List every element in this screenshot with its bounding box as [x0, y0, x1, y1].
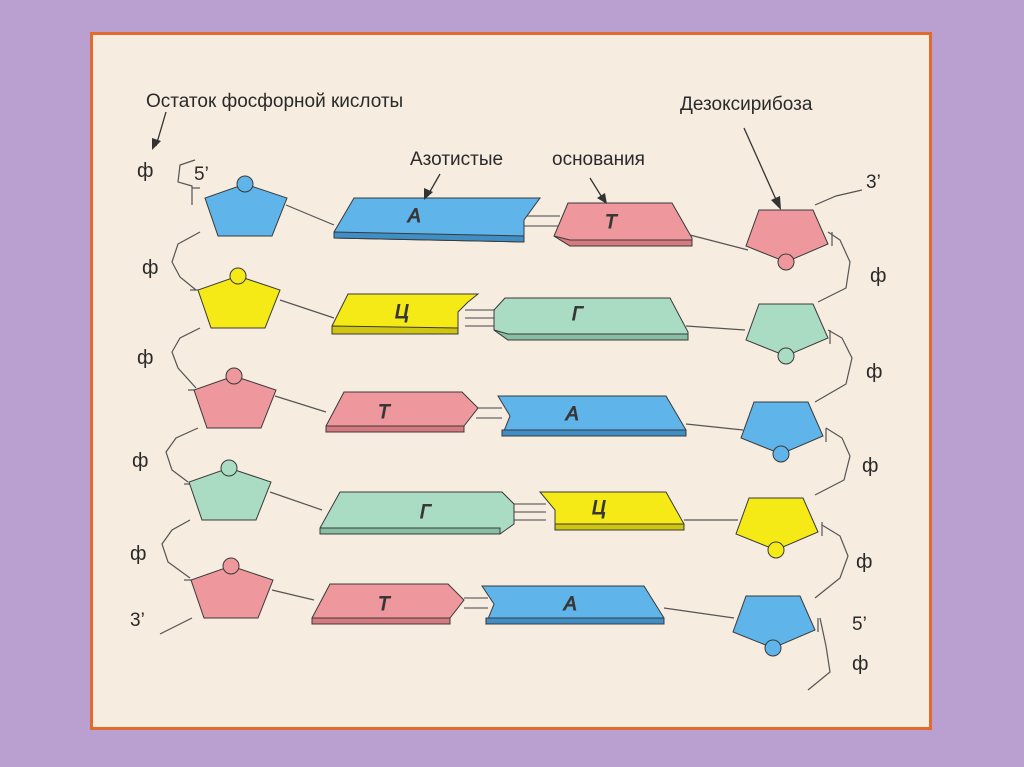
- base-letter: Г: [420, 502, 432, 523]
- end-label-left-top: 5’: [194, 164, 209, 185]
- phosphate-symbol: ф: [870, 265, 886, 287]
- end-label-right-top: 3’: [866, 172, 881, 193]
- base-letter: Г: [572, 304, 584, 325]
- base-pair-5: Т А: [311, 583, 665, 625]
- phosphate-label: Остаток фосфорной кислоты: [146, 91, 403, 112]
- phosphate-circle: [236, 175, 254, 193]
- phosphate-symbol: ф: [132, 450, 148, 472]
- nitrogenous-label: Азотистые: [410, 149, 503, 170]
- sugar-pentagon: [193, 375, 277, 429]
- hydrogen-bonds: [464, 215, 560, 609]
- base-letter: Т: [605, 212, 618, 233]
- right-sugars: [732, 209, 829, 657]
- base-letter: А: [565, 404, 579, 425]
- base-letter: Т: [378, 594, 391, 615]
- right-backbone: [807, 189, 863, 691]
- bases-label: основания: [552, 149, 645, 170]
- base-letter: А: [563, 594, 577, 615]
- sugar-pentagon: [732, 595, 816, 649]
- connectors: [269, 204, 749, 619]
- phosphate-symbol: ф: [862, 455, 878, 477]
- bases: А Т Ц Г Т А Г Ц: [311, 197, 693, 625]
- end-label-right-bottom: 5’: [852, 614, 867, 635]
- phosphate-circle: [767, 541, 785, 559]
- base-pair-4: Г Ц: [319, 491, 685, 535]
- phosphate-circle: [777, 253, 795, 271]
- end-label-left-bottom: 3’: [130, 610, 145, 631]
- base-pair-2: Ц Г: [331, 293, 689, 341]
- base-letter: Ц: [395, 302, 409, 323]
- phosphate-symbol: ф: [137, 347, 153, 369]
- base-letter: Т: [378, 402, 391, 423]
- phosphate-symbols: ф ф ф ф ф ф ф ф ф ф: [130, 160, 886, 675]
- left-sugars: [188, 175, 288, 619]
- sugar-pentagon: [190, 565, 274, 619]
- sugar-pentagon: [188, 467, 272, 521]
- base-pair-1: А Т: [333, 197, 693, 247]
- phosphate-circle: [222, 557, 240, 575]
- base-pair-3: Т А: [325, 391, 687, 437]
- phosphate-circle: [777, 347, 795, 365]
- phosphate-circle: [220, 459, 238, 477]
- sugar-pentagon: [745, 209, 829, 263]
- base-letter: А: [407, 206, 421, 227]
- phosphate-symbol: ф: [130, 543, 146, 565]
- sugar-pentagon: [745, 303, 829, 357]
- phosphate-symbol: ф: [142, 257, 158, 279]
- base-letter: Ц: [592, 498, 606, 519]
- phosphate-circle: [772, 445, 790, 463]
- left-backbone: [159, 159, 201, 635]
- phosphate-circle: [229, 267, 247, 285]
- sugar-pentagon: [735, 497, 819, 551]
- sugar-pentagon: [740, 401, 824, 455]
- label-arrows: [152, 111, 781, 210]
- phosphate-symbol: ф: [856, 551, 872, 573]
- phosphate-circle: [764, 639, 782, 657]
- sugar-pentagon: [197, 275, 281, 329]
- phosphate-symbol: ф: [866, 361, 882, 383]
- phosphate-symbol: ф: [852, 653, 868, 675]
- phosphate-circle: [225, 367, 243, 385]
- deoxyribose-label: Дезоксирибоза: [680, 94, 813, 115]
- phosphate-symbol: ф: [137, 160, 153, 182]
- sugar-pentagon: [204, 183, 288, 237]
